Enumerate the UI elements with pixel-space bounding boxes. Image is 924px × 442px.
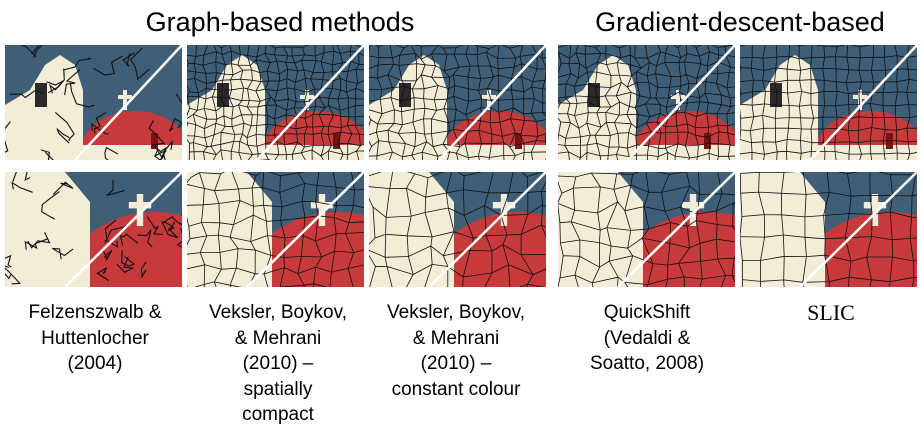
panel-veksler-constant-zoom (369, 172, 546, 287)
graph-based-title: Graph-based methods (145, 7, 415, 37)
panel-slic-zoom (740, 172, 917, 287)
caption-veksler-constant: Veksler, Boykov, & Mehrani (2010) – cons… (387, 302, 525, 400)
panel-quickshift-zoom (558, 172, 735, 287)
panel-felzenszwalb-zoom (5, 172, 182, 287)
panel-felzenszwalb-full (5, 45, 182, 160)
panel-slic-full (740, 45, 917, 160)
panel-quickshift-full (558, 45, 735, 160)
gradient-descent-title: Gradient-descent-based (595, 7, 885, 37)
panel-veksler-compact-zoom (187, 172, 364, 287)
caption-quickshift: QuickShift (Vedaldi & Soatto, 2008) (589, 302, 705, 374)
caption-felzenszwalb: Felzenszwalb & Huttenlocher (2004) (28, 302, 162, 374)
panel-veksler-compact-full (187, 45, 364, 160)
caption-veksler-compact: Veksler, Boykov, & Mehrani (2010) – spat… (209, 302, 347, 425)
caption-slic: SLIC (807, 300, 855, 325)
panel-veksler-constant-full (369, 45, 546, 160)
